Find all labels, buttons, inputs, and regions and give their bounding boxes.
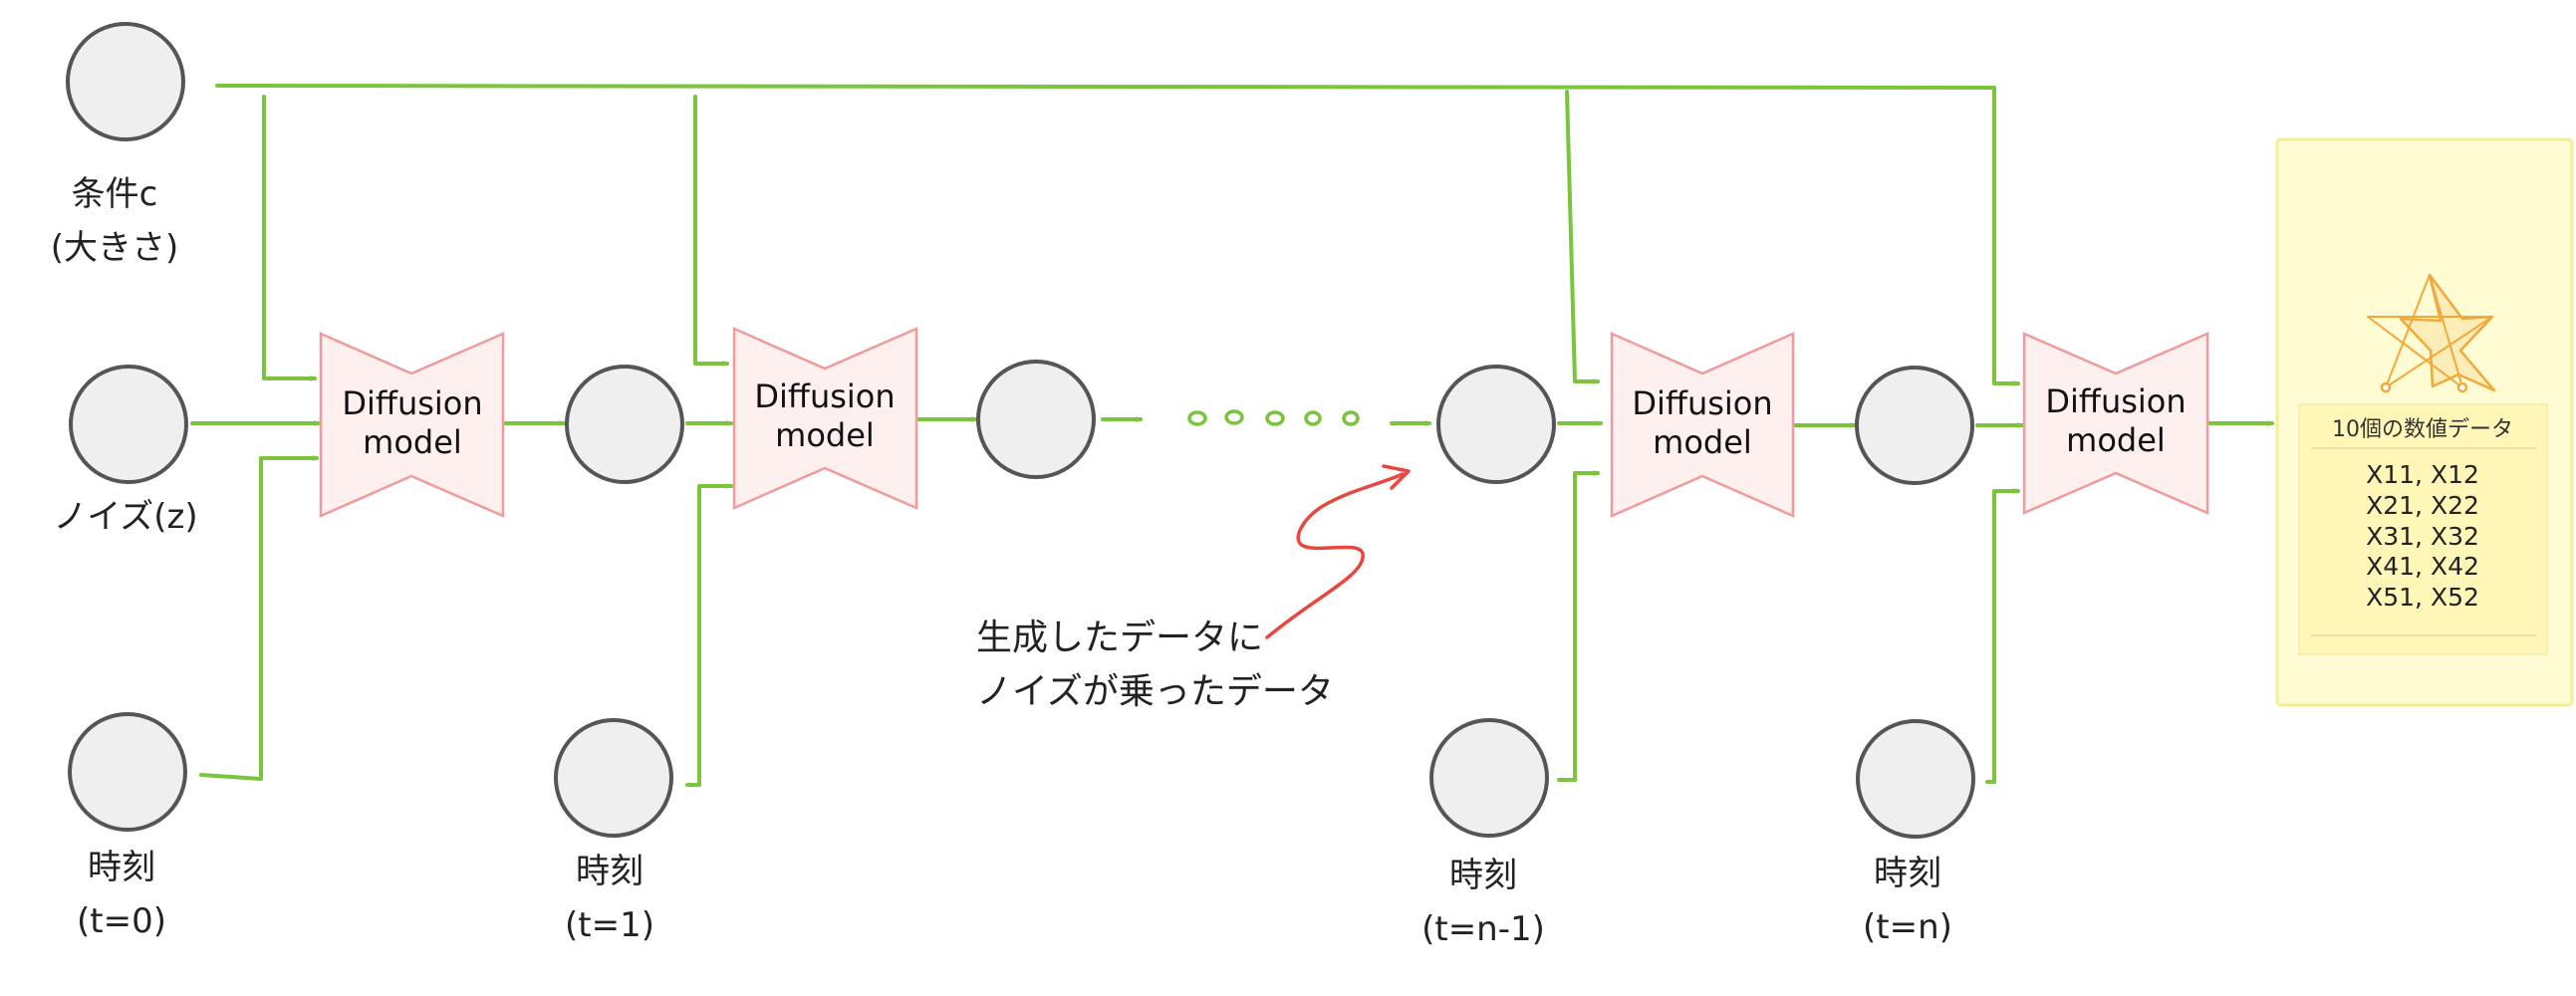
output-row: X41, X42 [2366,552,2479,581]
output-row: X51, X52 [2366,583,2479,612]
time-step-node [554,718,673,838]
time-step-node [1429,718,1549,838]
condition-to-model-3-arrow [1565,90,1600,381]
time-label-line2: (t=0) [77,901,166,941]
annotation-line2: ノイズが乗ったデータ [976,671,1334,712]
time-label-line1: 時刻 [88,848,155,887]
star-icon [2367,273,2496,393]
model-label-line2: model [1653,423,1752,461]
time-0-to-model-1-arrow [199,458,319,781]
annotation-arrow [1265,472,1405,639]
condition-node [66,22,185,141]
ellipsis [1187,409,1360,426]
model-label-line1: Diffusion [1632,384,1772,422]
ellipsis-dot [1187,410,1207,426]
output-row: X31, X32 [2366,522,2479,551]
ellipsis-dot [1304,410,1322,426]
time-label-line2: (t=n) [1863,907,1952,947]
time-1-to-model-2-arrow [685,486,733,787]
condition-label-line1: 条件c [72,174,158,214]
intermediate-node [1855,366,1974,485]
intermediate-node [565,365,684,484]
diffusion-model-block: Diffusion model [732,327,918,510]
ellipsis-dot [1265,410,1285,426]
time-n-to-model-4-arrow [1985,491,2020,784]
model-label-line1: Diffusion [342,384,482,422]
model-label-line2: model [2066,421,2166,459]
condition-to-model-2-arrow [693,95,729,364]
annotation-line1: 生成したデータに [976,618,1263,658]
time-n-1-to-model-3-arrow [1557,473,1600,782]
time-step-node [68,712,187,832]
output-card [2298,403,2548,655]
time-label-line2: (t=1) [565,905,654,945]
ellipsis-dot [1342,410,1360,426]
condition-bus-line [215,84,2020,383]
output-row: X11, X12 [2366,460,2479,489]
time-label-line1: 時刻 [576,852,644,891]
time-label-line1: 時刻 [1874,854,1941,893]
ellipsis-dot [1224,409,1244,425]
condition-label-line2: (大きさ) [51,228,179,268]
diffusion-model-block: Diffusion model [1610,332,1795,518]
model-label-line1: Diffusion [2045,382,2186,420]
model-label-line2: model [363,423,462,461]
time-label-line2: (t=n-1) [1421,909,1545,949]
annotation-arrowhead [1382,464,1411,490]
time-label-line1: 時刻 [1449,856,1517,895]
diffusion-model-block: Diffusion model [2022,332,2209,515]
nodes [66,22,1975,839]
output-title: 10個の数値データ [2332,417,2513,442]
output-row: X21, X22 [2366,491,2479,520]
output-panel: 10個の数値データ X11, X12 X21, X22 X31, X32 X41… [2275,137,2574,707]
intermediate-node [1436,365,1556,484]
noise-node [69,365,188,484]
diffusion-model-block: Diffusion model [319,332,505,518]
connector-lines [190,84,2274,787]
annotation: 生成したデータに ノイズが乗ったデータ [976,464,1411,712]
model-label-line1: Diffusion [754,377,895,415]
model-label-line2: model [775,416,875,454]
condition-to-model-1-arrow [262,95,317,378]
noise-label: ノイズ(z) [53,497,197,537]
intermediate-node [976,360,1096,479]
time-step-node [1856,719,1975,839]
